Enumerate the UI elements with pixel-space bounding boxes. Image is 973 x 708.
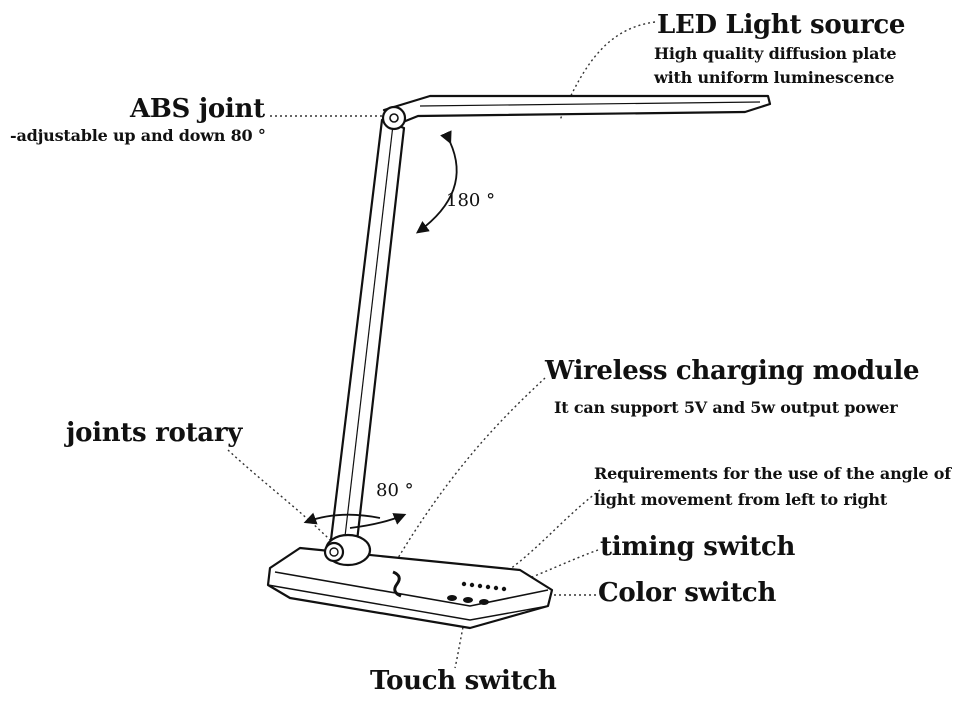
color-switch-label: Color switch (598, 578, 777, 608)
arrow-80-right (349, 513, 407, 529)
leader-led (559, 21, 656, 121)
lamp-body (266, 94, 772, 630)
touch-switch-label: Touch switch (370, 666, 557, 696)
led-title: LED Light source (657, 10, 906, 40)
timing-switch-label: timing switch (600, 532, 796, 562)
abs-desc: -adjustable up and down 80 ° (10, 126, 266, 145)
leader-wireless (391, 377, 546, 569)
arrow-80-left (303, 512, 381, 525)
angle-180-label: 180 ° (446, 190, 496, 211)
wireless-title: Wireless charging module (545, 356, 920, 386)
timing-indicator-dots (461, 581, 507, 592)
lamp-base-front-edge (267, 584, 549, 621)
joints-rotary-label: joints rotary (66, 418, 243, 448)
base-controls (392, 570, 507, 605)
arrow-180 (415, 130, 458, 234)
rotation-arrows (303, 130, 458, 529)
control-buttons (447, 595, 489, 605)
requirements-line-2: light movement from left to right (594, 490, 888, 509)
abs-title: ABS joint (130, 94, 265, 124)
led-desc-line-1: High quality diffusion plate (654, 44, 897, 63)
light-head (382, 94, 772, 126)
wireless-desc: It can support 5V and 5w output power (554, 398, 898, 417)
wireless-charging-logo (392, 570, 402, 598)
leader-joints (227, 449, 331, 541)
angle-80-label: 80 ° (376, 480, 414, 501)
requirements-line-1: Requirements for the use of the angle of (594, 464, 951, 483)
lamp-base-top-edge (274, 571, 549, 607)
led-desc-line-2: with uniform luminescence (654, 68, 895, 87)
lamp-base (266, 546, 554, 630)
